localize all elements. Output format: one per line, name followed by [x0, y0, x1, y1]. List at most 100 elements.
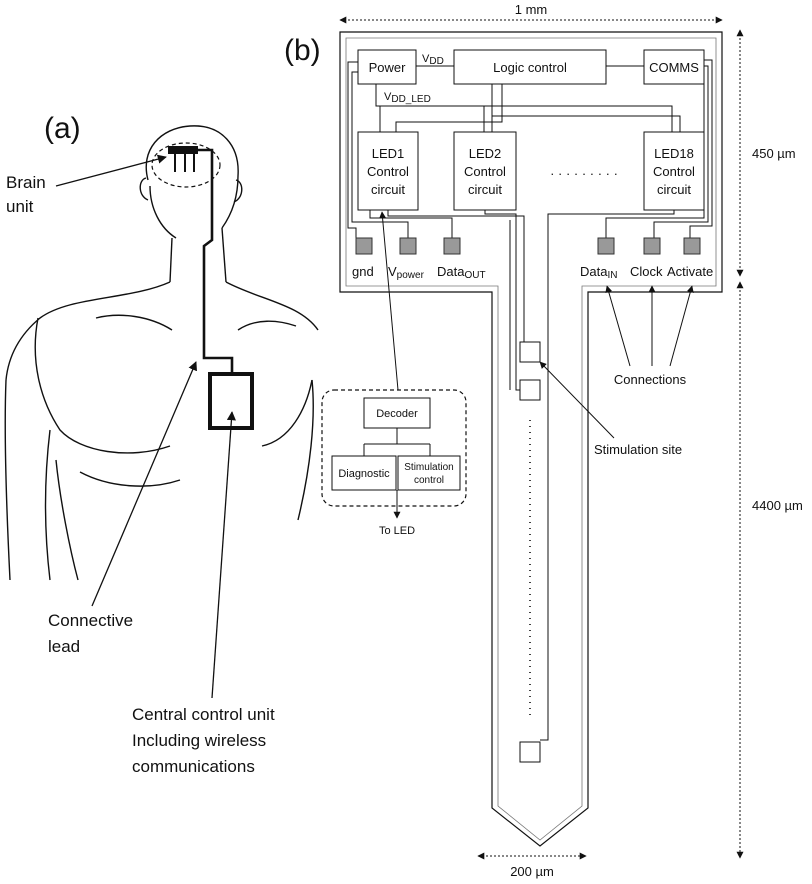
- decoder-block: [363, 397, 431, 429]
- height-shank-dimension-label: 4400 µm: [752, 498, 803, 513]
- right-shoulder: [225, 281, 319, 331]
- vdd-led-label: VDD_LED: [384, 91, 431, 105]
- vdd-led-bus: [375, 84, 673, 132]
- left-clavicle: [95, 314, 173, 331]
- activate-pad: [683, 237, 701, 255]
- comms-label: COMMS: [649, 60, 699, 75]
- brain-unit-arrow: [55, 154, 167, 187]
- torso-left: [55, 459, 79, 581]
- connections-label: Connections: [614, 372, 687, 387]
- left-shoulder: [5, 281, 171, 381]
- right-clavicle: [237, 320, 297, 331]
- power-block-label: Power: [369, 60, 407, 75]
- led2-line1: LED2: [469, 146, 502, 161]
- right-chest: [261, 379, 313, 447]
- neck-right: [221, 227, 227, 283]
- led-blocks-ellipsis: · · · · · · · · ·: [550, 166, 618, 181]
- stimulation-site-2: [519, 379, 541, 401]
- vpower-pad: [399, 237, 417, 255]
- clock-label: Clock: [630, 264, 663, 279]
- datain-pad: [597, 237, 615, 255]
- panel-b-label: (b): [284, 34, 321, 67]
- brain-unit-device: [168, 146, 198, 154]
- stimulation-control-block: [397, 455, 461, 491]
- left-arm-outer: [4, 379, 11, 581]
- brain-unit-label-line1: Brain: [6, 173, 46, 192]
- logic-control-block: [453, 49, 607, 85]
- ccu-label-line1: Central control unit: [132, 705, 275, 724]
- diagnostic-block: [331, 455, 397, 491]
- chip-outline: [339, 31, 723, 847]
- comms-routing-right-2: [653, 65, 709, 238]
- led1-to-site-wire: [387, 210, 525, 352]
- stim-control-line2: control: [414, 475, 444, 486]
- ccu-label-line3: communications: [132, 757, 255, 776]
- ccu-label-line2: Including wireless: [132, 731, 266, 750]
- clock-pad: [643, 237, 661, 255]
- led2-line3: circuit: [468, 182, 502, 197]
- dataout-routing: [369, 210, 453, 238]
- vdd-label: VDD: [422, 53, 444, 67]
- led1-control-block: [357, 131, 419, 211]
- to-led-label: To LED: [379, 525, 415, 537]
- gnd-pad: [355, 237, 373, 255]
- ccu-arrow: [211, 411, 236, 699]
- connections-arrow-activate: [669, 285, 694, 367]
- height-top-dimension-label: 450 µm: [752, 146, 796, 161]
- left-chest: [34, 317, 171, 454]
- head-outline: [145, 125, 239, 229]
- decoder-label: Decoder: [376, 408, 418, 420]
- left-ear: [139, 177, 149, 201]
- comms-block: [643, 49, 705, 85]
- led18-line1: LED18: [654, 146, 694, 161]
- lead-label-line1: Connective: [48, 611, 133, 630]
- datain-label: DataIN: [580, 264, 617, 281]
- led18-to-site-wire: [540, 210, 675, 741]
- connective-lead-wire: [198, 148, 234, 374]
- width-dimension-label: 1 mm: [515, 2, 548, 17]
- diagnostic-label: Diagnostic: [338, 468, 390, 480]
- dataout-label: DataOUT: [437, 264, 486, 281]
- face-outline: [149, 185, 177, 239]
- neck-left: [169, 237, 173, 283]
- chip-inner-outline: [345, 37, 717, 841]
- led2-line2: Control: [464, 164, 506, 179]
- stim-control-line1: Stimulation: [404, 462, 453, 473]
- lead-label-line2: lead: [48, 637, 80, 656]
- panel-a-label: (a): [44, 112, 81, 145]
- stimulation-site-1: [519, 341, 541, 363]
- power-routing-left: [347, 61, 358, 238]
- abdomen-line: [79, 471, 181, 487]
- vpower-label: Vpower: [388, 264, 425, 281]
- activate-label: Activate: [667, 264, 713, 279]
- led1-line3: circuit: [371, 182, 405, 197]
- led18-line3: circuit: [657, 182, 691, 197]
- human-silhouette: [4, 125, 319, 581]
- comms-routing-right-1: [689, 59, 713, 238]
- power-block: [357, 49, 417, 85]
- logic-bus-2: [395, 84, 503, 132]
- logic-control-label: Logic control: [493, 60, 567, 75]
- led1-line2: Control: [367, 164, 409, 179]
- led18-control-block: [643, 131, 705, 211]
- dataout-pad: [443, 237, 461, 255]
- right-ear: [233, 179, 243, 203]
- brain-unit-label-line2: unit: [6, 197, 34, 216]
- led2-to-site-wire: [484, 210, 520, 391]
- stimulation-site-18: [519, 741, 541, 763]
- led2-control-block: [453, 131, 517, 211]
- torso-right: [297, 379, 314, 521]
- shank-width-dimension-label: 200 µm: [510, 864, 554, 879]
- stimulation-site-arrow: [539, 361, 615, 439]
- stimulation-site-label: Stimulation site: [594, 442, 682, 457]
- led1-line1: LED1: [372, 146, 405, 161]
- lead-arrow: [91, 361, 197, 607]
- brain-region-outline: [151, 142, 221, 188]
- left-arm-inner: [44, 429, 51, 581]
- connections-arrow-datain: [605, 285, 631, 367]
- inset-to-led1-arrow: [379, 211, 399, 391]
- power-routing-left-2: [351, 71, 409, 238]
- led18-line2: Control: [653, 164, 695, 179]
- gnd-label: gnd: [352, 264, 374, 279]
